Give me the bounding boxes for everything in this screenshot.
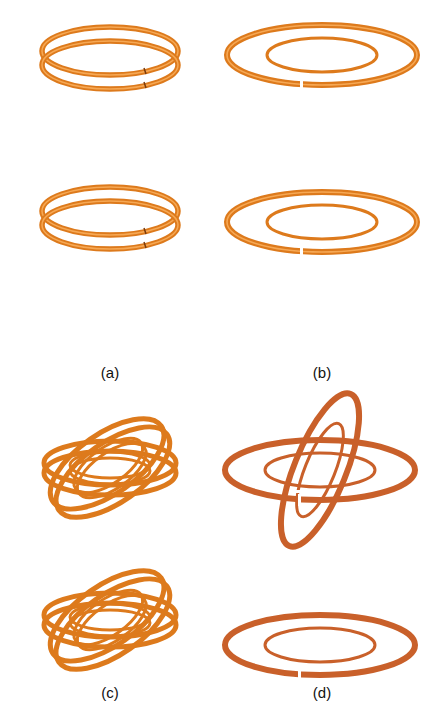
crossed-ring-set: [36, 553, 184, 686]
crossed-ring-set: [36, 401, 184, 534]
panel-label: (a): [101, 365, 119, 380]
crossed-split-ring: [225, 384, 415, 556]
split-ring-pair: [227, 192, 417, 258]
split-ring-pair: [225, 615, 415, 681]
ring-pair: [42, 27, 178, 89]
panel-label: (d): [313, 685, 331, 700]
ring-pair: [42, 187, 178, 249]
panel-label: (b): [313, 365, 331, 380]
split-ring-pair: [227, 25, 417, 91]
panel-label: (c): [101, 685, 119, 700]
